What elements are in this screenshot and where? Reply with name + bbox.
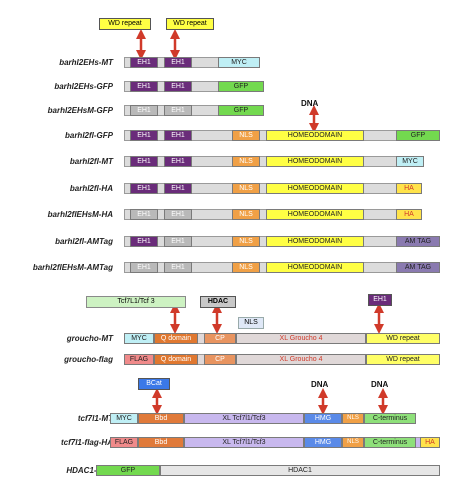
q-domain: Q domain (154, 354, 198, 365)
label-barhl2fl-MT: barhl2fl-MT (69, 157, 113, 166)
eh1-mutant-domain: EH1 (164, 262, 192, 273)
bbd-domain: Bbd (138, 413, 184, 424)
ha-tag: HA (420, 437, 440, 448)
eh1-mutant-domain: EH1 (130, 105, 158, 116)
flag-tag: FLAG (110, 437, 138, 448)
nls-domain: NLS (342, 413, 364, 424)
label-tcf7l1-MT: tcf7l1-MT (77, 414, 113, 423)
nls-domain: NLS (342, 437, 364, 448)
hmg-domain: HMG (304, 437, 342, 448)
eh1-domain: EH1 (164, 81, 192, 92)
hdac1-domain: HDAC1 (160, 465, 440, 476)
label-tcf7l1-flag-HA: tcf7l1-flag-HA (60, 438, 113, 447)
eh1-mutant-domain: EH1 (130, 262, 158, 273)
eh1-domain: EH1 (164, 183, 192, 194)
wd-repeat-domain: WD repeat (366, 354, 440, 365)
homeodomain: HOMEODOMAIN (266, 209, 364, 220)
nls-domain: NLS (232, 209, 260, 220)
label-groucho-flag: groucho-flag (64, 355, 113, 364)
label-HDAC1-GFP: HDAC1-GFP (66, 466, 113, 475)
nls-domain: NLS (232, 183, 260, 194)
bbd-domain: Bbd (138, 437, 184, 448)
label-barhl2fl-AMTag: barhl2fl-AMTag (55, 237, 113, 246)
homeodomain: HOMEODOMAIN (266, 262, 364, 273)
eh1-domain: EH1 (130, 57, 158, 68)
homeodomain: HOMEODOMAIN (266, 156, 364, 167)
gfp-tag: GFP (218, 105, 264, 116)
label-barhl2EHs-GFP: barhl2EHs-GFP (54, 82, 113, 91)
wd-repeat-tag-1: WD repeat (99, 18, 151, 30)
label-barhl2EHs-MT: barhl2EHs-MT (59, 58, 113, 67)
xl-tcf-domain: XL Tcf7l1/Tcf3 (184, 413, 304, 424)
c-terminus-domain: C-terminus (364, 413, 416, 424)
wd-repeat-domain: WD repeat (366, 333, 440, 344)
eh1-domain: EH1 (130, 236, 158, 247)
eh1-mutant-domain: EH1 (164, 105, 192, 116)
ha-tag: HA (396, 183, 422, 194)
eh1-domain: EH1 (164, 130, 192, 141)
nls-domain: NLS (232, 262, 260, 273)
nls-tag: NLS (238, 317, 264, 329)
eh1-domain: EH1 (164, 156, 192, 167)
label-barhl2fl-GFP: barhl2fl-GFP (64, 131, 113, 140)
eh1-domain: EH1 (130, 81, 158, 92)
myc-tag: MYC (110, 413, 138, 424)
label-groucho-MT: groucho-MT (66, 334, 113, 343)
cp-domain: CP (204, 333, 236, 344)
eh1-tag: EH1 (368, 294, 392, 306)
homeodomain: HOMEODOMAIN (266, 236, 364, 247)
c-terminus-domain: C-terminus (364, 437, 416, 448)
ha-tag: HA (396, 209, 422, 220)
tcf-tag: Tcf7L1/Tcf 3 (86, 296, 186, 308)
hmg-domain: HMG (304, 413, 342, 424)
eh1-domain: EH1 (164, 57, 192, 68)
eh1-mutant-domain: EH1 (164, 236, 192, 247)
amtag-tag: AM TAG (396, 262, 440, 273)
bcat-tag: BCat (138, 378, 170, 390)
label-barhl2flEHsM-HA: barhl2flEHsM-HA (47, 210, 113, 219)
cp-domain: CP (204, 354, 236, 365)
homeodomain: HOMEODOMAIN (266, 183, 364, 194)
homeodomain: HOMEODOMAIN (266, 130, 364, 141)
label-barhl2fl-HA: barhl2fl-HA (69, 184, 113, 193)
label-barhl2flEHsM-AMTag: barhl2flEHsM-AMTag (32, 263, 113, 272)
myc-tag: MYC (218, 57, 260, 68)
label-barhl2EHsM-GFP: barhl2EHsM-GFP (47, 106, 113, 115)
hdac-tag: HDAC (200, 296, 236, 308)
dna-label-3: DNA (371, 380, 389, 389)
gfp-tag: GFP (396, 130, 440, 141)
gfp-tag: GFP (96, 465, 160, 476)
nls-domain: NLS (232, 236, 260, 247)
q-domain: Q domain (154, 333, 198, 344)
eh1-mutant-domain: EH1 (130, 209, 158, 220)
dna-label-2: DNA (311, 380, 329, 389)
dna-label-1: DNA (301, 99, 319, 108)
eh1-mutant-domain: EH1 (164, 209, 192, 220)
wd-repeat-tag-2: WD repeat (166, 18, 214, 30)
eh1-domain: EH1 (130, 183, 158, 194)
myc-tag: MYC (124, 333, 154, 344)
gfp-tag: GFP (218, 81, 264, 92)
eh1-domain: EH1 (130, 156, 158, 167)
nls-domain: NLS (232, 130, 260, 141)
xl-tcf-domain: XL Tcf7l1/Tcf3 (184, 437, 304, 448)
xl-groucho-domain: XL Groucho 4 (236, 354, 366, 365)
xl-groucho-domain: XL Groucho 4 (236, 333, 366, 344)
flag-tag: FLAG (124, 354, 154, 365)
eh1-domain: EH1 (130, 130, 158, 141)
myc-tag: MYC (396, 156, 424, 167)
amtag-tag: AM TAG (396, 236, 440, 247)
nls-domain: NLS (232, 156, 260, 167)
